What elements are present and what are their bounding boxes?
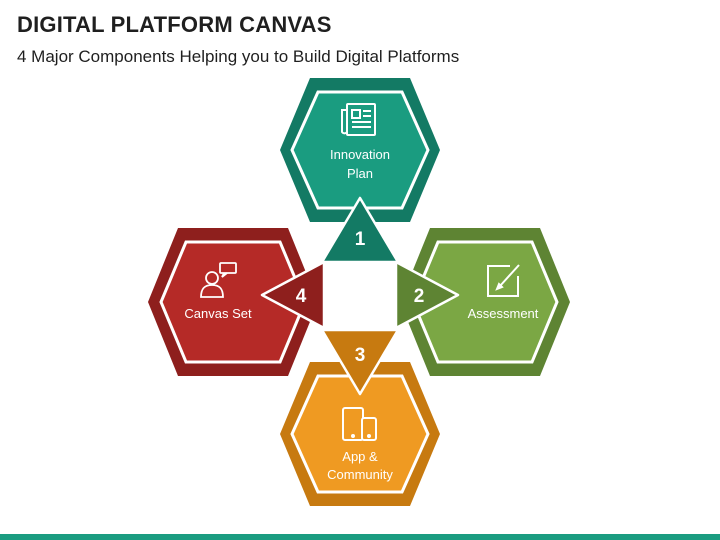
- number-badge-2: [394, 260, 460, 330]
- page-subtitle: 4 Major Components Helping you to Build …: [17, 47, 460, 66]
- hex-inner-3: [290, 374, 430, 494]
- number-4: 4: [296, 286, 307, 307]
- label-canvas-set: Canvas Set: [184, 306, 252, 321]
- component-app-community: App & Community 3: [280, 328, 440, 506]
- number-badge-1: [320, 196, 400, 264]
- label-app-line1: App &: [342, 449, 378, 464]
- number-badge-4: [260, 260, 326, 330]
- number-badge-3: [320, 328, 400, 396]
- newspaper-icon: [341, 103, 376, 136]
- label-innovation-line1: Innovation: [330, 147, 390, 162]
- number-2: 2: [414, 286, 425, 307]
- component-canvas-set: Canvas Set 4: [148, 228, 326, 376]
- page-title: DIGITAL PLATFORM CANVAS: [17, 12, 332, 37]
- hex-inner-4: [159, 240, 307, 364]
- label-assessment: Assessment: [468, 306, 539, 321]
- label-app-line2: Community: [327, 467, 393, 482]
- person-chat-icon: [200, 262, 237, 298]
- label-innovation-line2: Plan: [347, 166, 373, 181]
- number-1: 1: [355, 229, 366, 250]
- number-3: 3: [355, 345, 366, 366]
- edit-square-icon: [487, 264, 520, 297]
- component-innovation-plan: Innovation Plan 1: [280, 78, 440, 264]
- bottom-accent-bar: [0, 534, 720, 540]
- devices-icon: [342, 407, 377, 441]
- hex-inner-1: [290, 90, 430, 210]
- component-assessment: Assessment 2: [394, 228, 570, 376]
